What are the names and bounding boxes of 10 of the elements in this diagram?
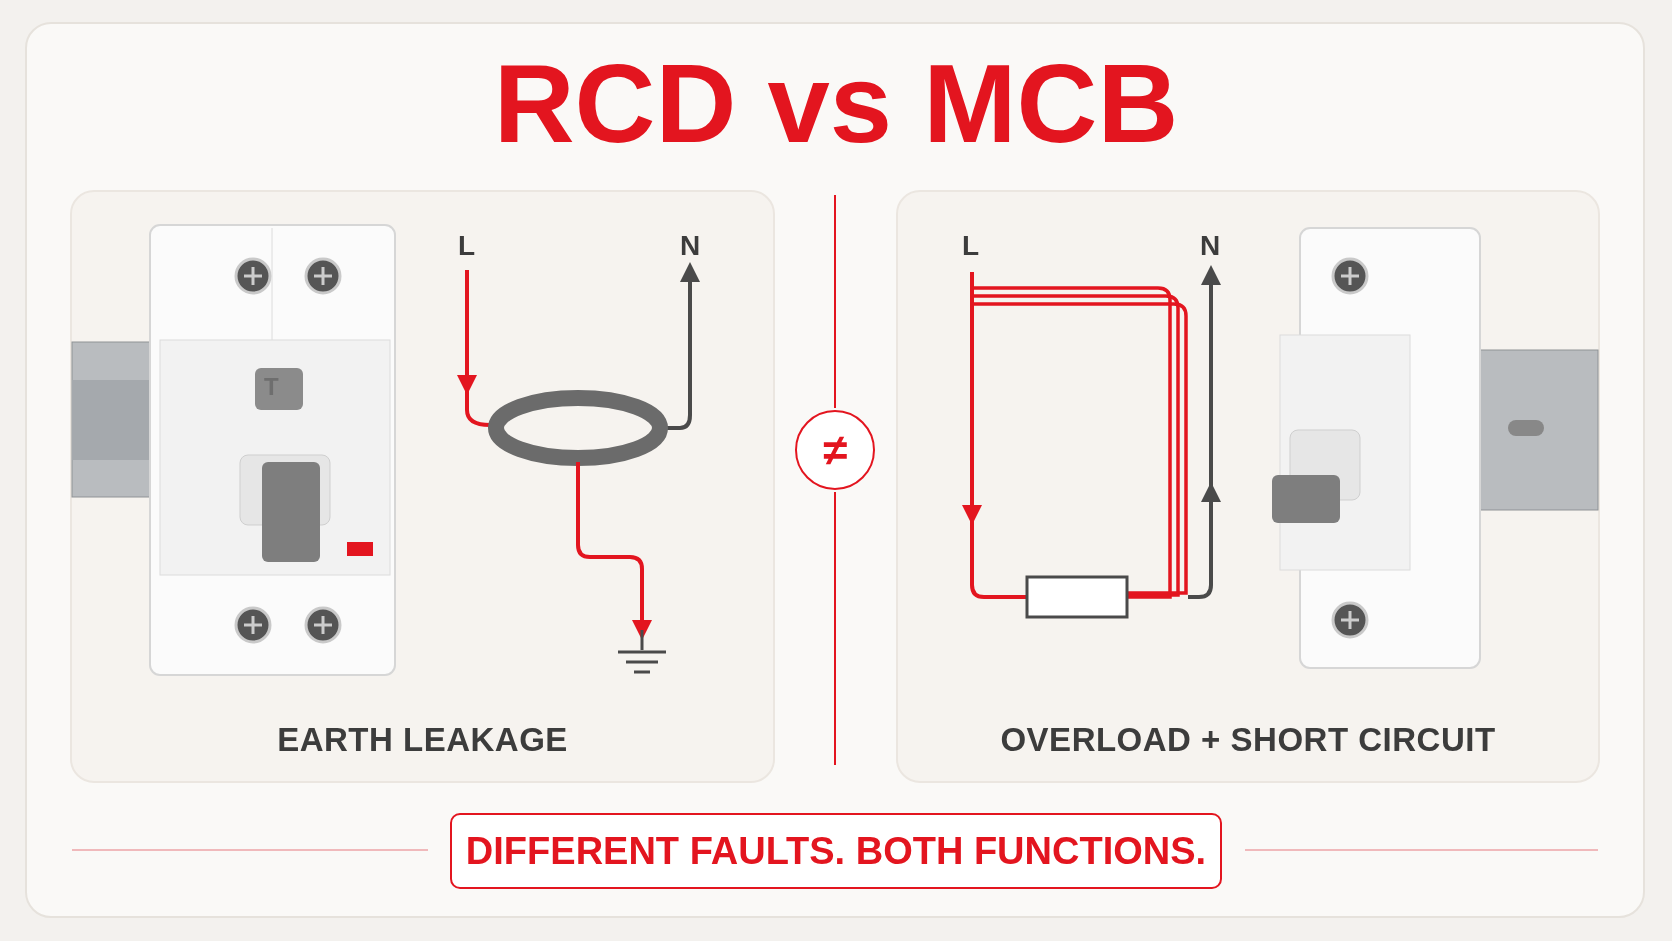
message-banner bbox=[450, 813, 1222, 889]
panel-caption: OVERLOAD + SHORT CIRCUIT bbox=[1000, 721, 1496, 758]
line-label: L bbox=[458, 232, 476, 260]
title: RCD vs MCB bbox=[493, 42, 1179, 166]
line-label: L bbox=[962, 232, 980, 260]
neutral-label: N bbox=[680, 232, 701, 260]
not-equal-sign: ≠ bbox=[822, 425, 848, 475]
banner-text: DIFFERENT FAULTS. BOTH FUNCTIONS. bbox=[465, 829, 1207, 873]
panel-caption: EARTH LEAKAGE bbox=[277, 721, 568, 758]
neutral-label: N bbox=[1200, 232, 1221, 260]
